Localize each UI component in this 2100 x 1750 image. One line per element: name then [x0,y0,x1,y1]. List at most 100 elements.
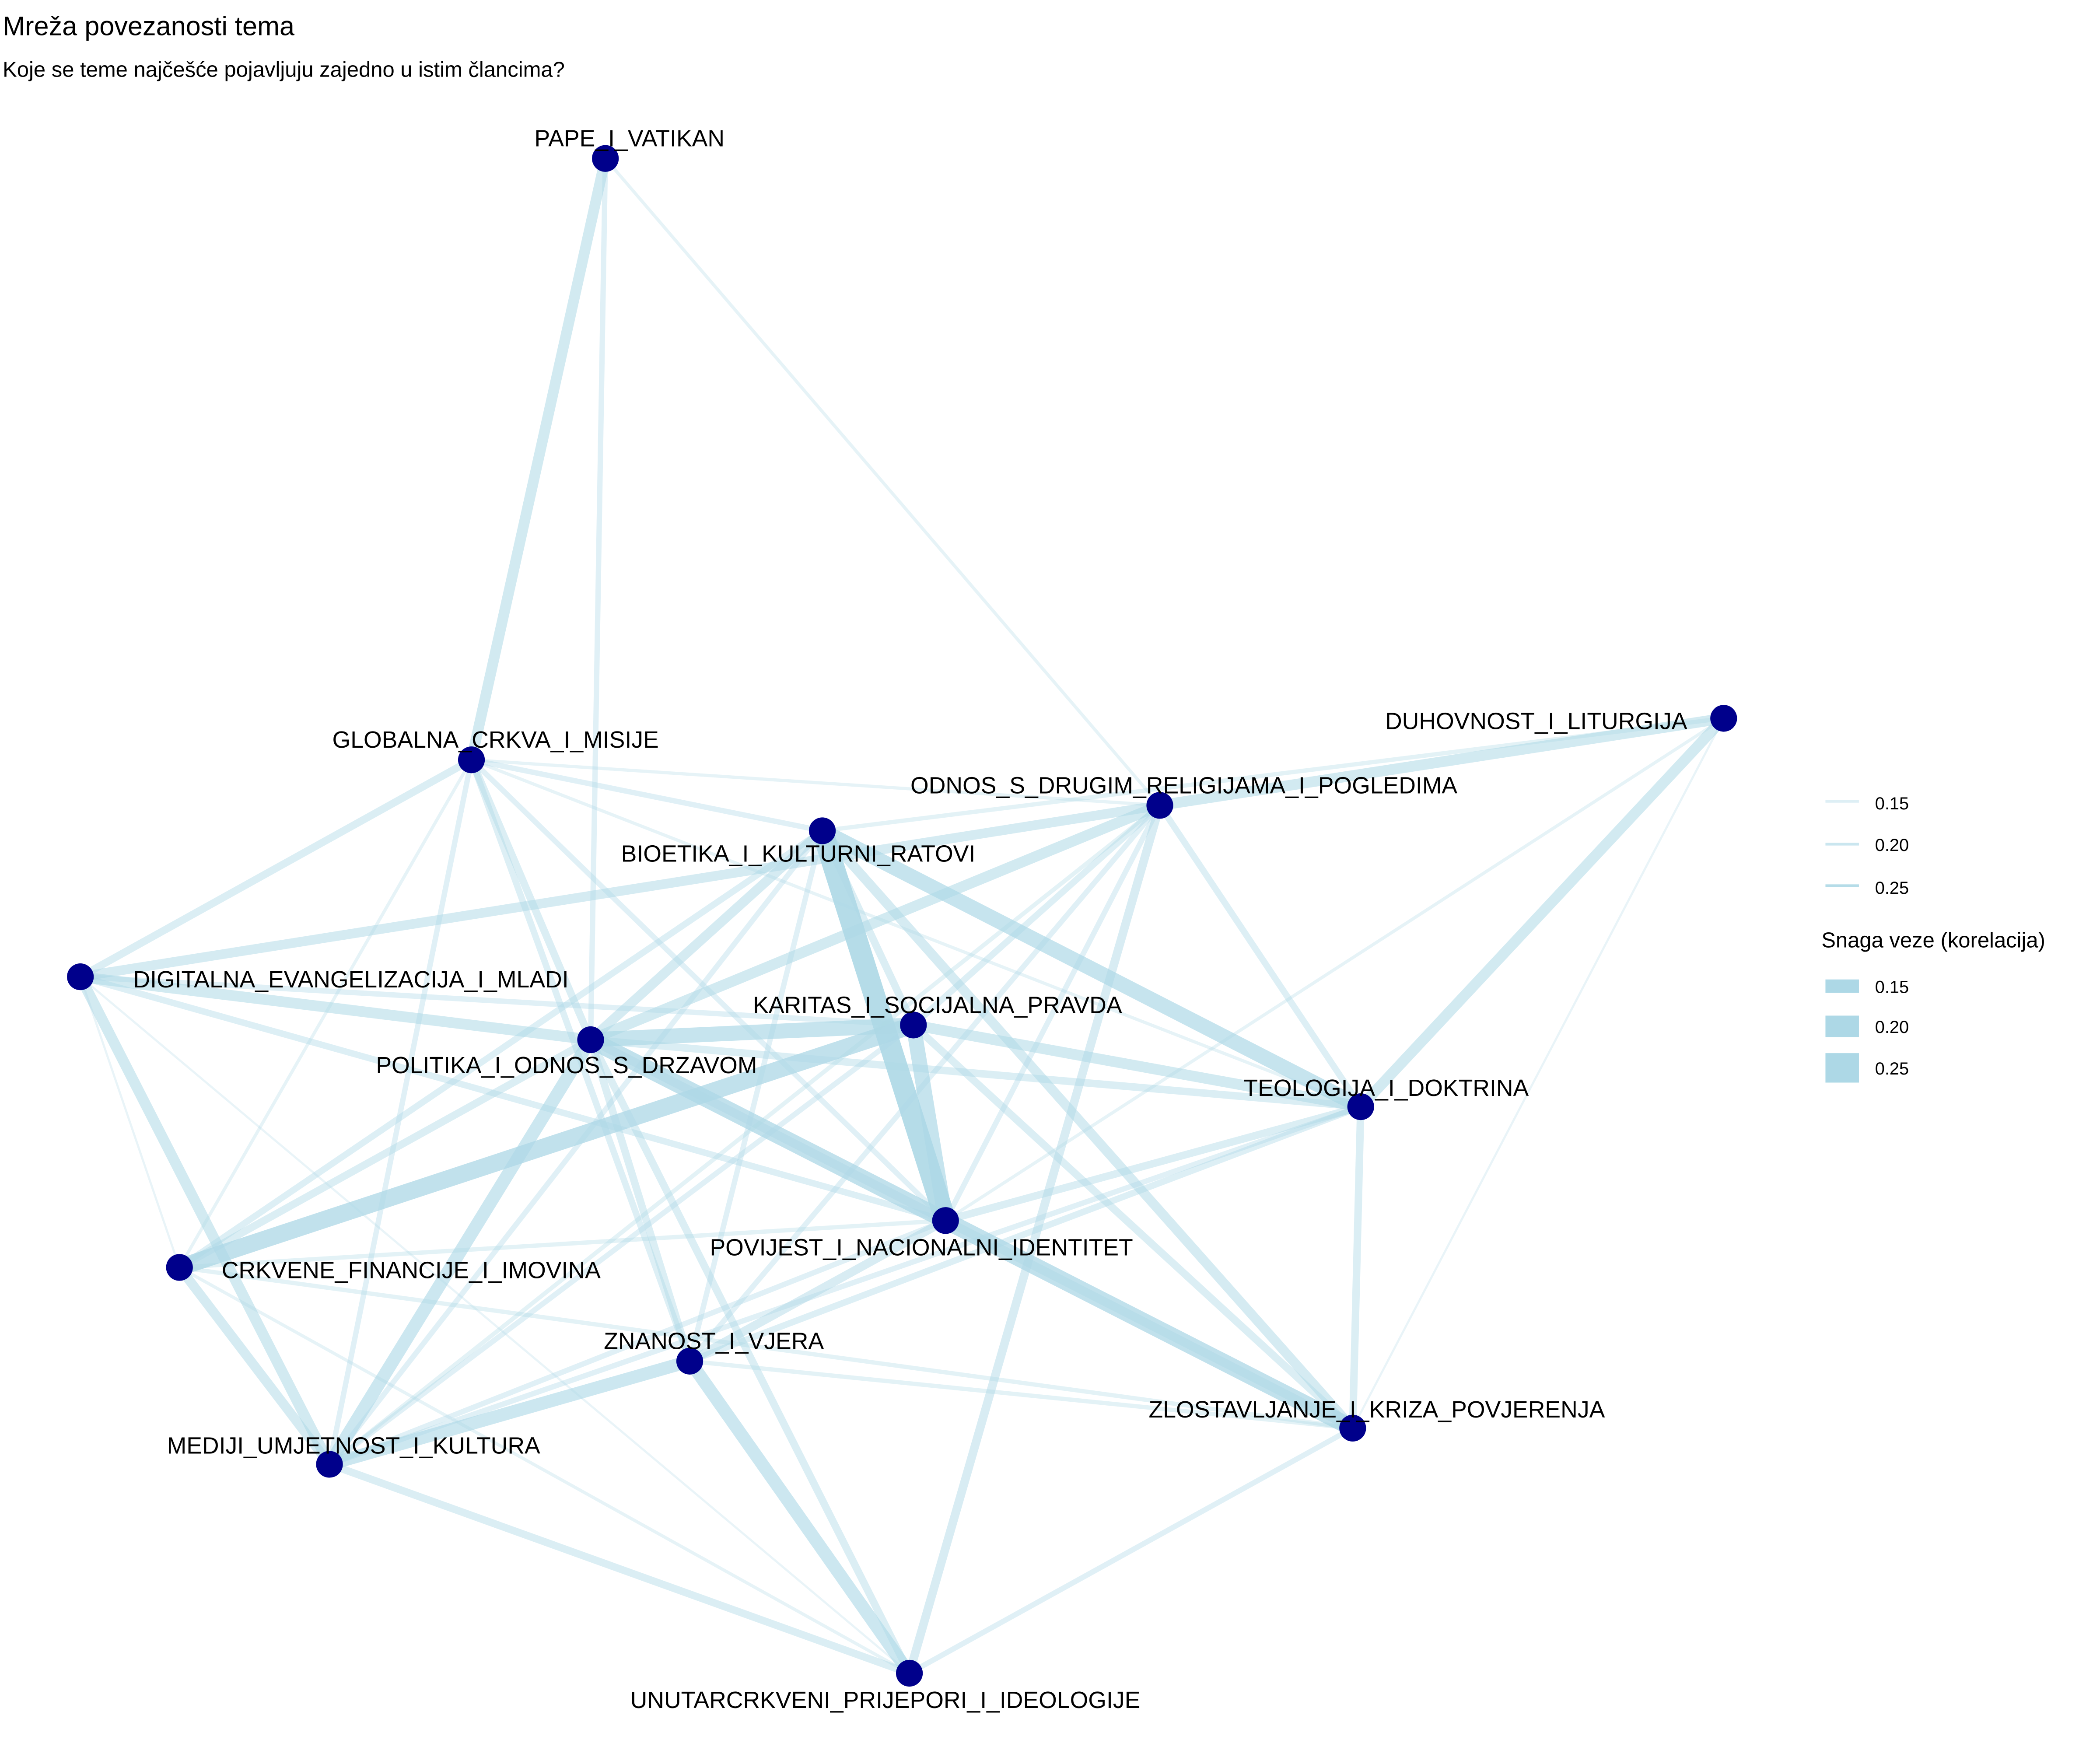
edge-duhovnost-i-liturgija--povijest-i-nacionalni-identitet [945,717,1725,1222]
node-karitas-i-socijalna-pravda [900,1012,927,1039]
legend-alpha-label-1: 0.20 [1875,836,1909,855]
node-label-crkvene-financije-i-imovina: CRKVENE_FINANCIJE_I_IMOVINA [222,1257,601,1283]
node-odnos-s-drugim-religijama-i-pogledima [1146,792,1173,819]
edge-karitas-i-socijalna-pravda--crkvene-financije-i-imovina [177,1017,916,1276]
legend-width-label-1: 0.20 [1875,1018,1909,1037]
edges-layer [75,157,1728,1677]
node-label-digitalna-evangelizacija-i-mladi: DIGITALNA_EVANGELIZACIJA_I_MLADI [133,967,568,993]
edge-digitalna-evangelizacija-i-mladi--politika-i-odnos-s-drzavom [80,971,592,1045]
edge-karitas-i-socijalna-pravda--mediji-umjetnost-i-kultura [328,1022,915,1466]
node-label-duhovnost-i-liturgija: DUHOVNOST_I_LITURGIJA [1385,708,1687,734]
edge-odnos-s-drugim-religijama-i-pogledima--duhovnost-i-liturgija [1159,713,1725,811]
node-teologija-i-doktrina [1347,1093,1374,1120]
legend: 0.15 0.20 0.25 Snaga veze (korelacija) 0… [1821,794,2045,1083]
node-label-teologija-i-doktrina: TEOLOGIJA_I_DOKTRINA [1243,1075,1529,1101]
edge-bioetika-i-kulturni-ratovi--teologija-i-doktrina [819,824,1365,1113]
legend-width-key-2 [1825,1053,1859,1083]
edge-zlostavljanje-i-kriza-povjerenja--unutarcrkveni-prijepori-i-ideologije [908,1425,1354,1676]
edge-digitalna-evangelizacija-i-mladi--karitas-i-socijalna-pravda [80,974,914,1028]
edge-odnos-s-drugim-religijama-i-pogledima--unutarcrkveni-prijepori-i-ideologije [905,804,1164,1675]
edge-teologija-i-doktrina--mediji-umjetnost-i-kultura [329,1104,1362,1467]
edge-duhovnost-i-liturgija--zlostavljanje-i-kriza-povjerenja [1351,718,1725,1429]
node-label-karitas-i-socijalna-pravda: KARITAS_I_SOCIJALNA_PRAVDA [753,992,1122,1018]
edge-karitas-i-socijalna-pravda--zlostavljanje-i-kriza-povjerenja [910,1022,1355,1431]
edge-politika-i-odnos-s-drzavom--crkvene-financije-i-imovina [178,1036,593,1271]
edge-digitalna-evangelizacija-i-mladi--mediji-umjetnost-i-kultura [75,974,334,1467]
edge-povijest-i-nacionalni-identitet--mediji-umjetnost-i-kultura [328,1218,947,1467]
edge-odnos-s-drugim-religijama-i-pogledima--mediji-umjetnost-i-kultura [328,803,1162,1466]
edge-bioetika-i-kulturni-ratovi--povijest-i-nacionalni-identitet [812,827,956,1224]
chart-subtitle: Koje se teme najčešće pojavljuju zajedno… [3,58,565,82]
edge-karitas-i-socijalna-pravda--povijest-i-nacionalni-identitet [906,1024,953,1222]
node-label-unutarcrkveni-prijepori-i-ideologije: UNUTARCRKVENI_PRIJEPORI_I_IDEOLOGIJE [630,1687,1141,1713]
edge-povijest-i-nacionalni-identitet--znanost-i-vjera [687,1217,948,1365]
edge-povijest-i-nacionalni-identitet--crkvene-financije-i-imovina [179,1218,946,1270]
edge-znanost-i-vjera--mediji-umjetnost-i-kultura [328,1355,692,1471]
node-zlostavljanje-i-kriza-povjerenja [1339,1414,1366,1442]
labels-layer: PAPE_I_VATIKAN GLOBALNA_CRKVA_I_MISIJE DIG… [133,126,1687,1713]
edge-mediji-umjetnost-i-kultura--unutarcrkveni-prijepori-i-ideologije [328,1460,911,1677]
node-politika-i-odnos-s-drzavom [577,1026,604,1054]
edge-globalna-crkva-i-misije--digitalna-evangelizacija-i-mladi [78,756,473,980]
edge-digitalna-evangelizacija-i-mladi--odnos-s-drugim-religijama-i-pogledima [79,800,1161,982]
edge-zlostavljanje-i-kriza-povjerenja--znanost-i-vjera [690,1359,1353,1431]
edge-crkvene-financije-i-imovina--unutarcrkveni-prijepori-i-ideologije [178,1266,910,1675]
node-label-zlostavljanje-i-kriza-povjerenja: ZLOSTAVLJANJE_I_KRIZA_POVJERENJA [1149,1397,1605,1423]
edge-bioetika-i-kulturni-ratovi--crkvene-financije-i-imovina [178,828,824,1270]
node-label-pape-i-vatikan: PAPE_I_VATIKAN [534,126,724,152]
edge-politika-i-odnos-s-drzavom--bioetika-i-kulturni-ratovi [587,827,826,1043]
edge-teologija-i-doktrina--zlostavljanje-i-kriza-povjerenja [1349,1106,1365,1428]
legend-title: Snaga veze (korelacija) [1821,928,2045,952]
node-label-globalna-crkva-i-misije: GLOBALNA_CRKVA_I_MISIJE [332,727,659,753]
node-label-znanost-i-vjera: ZNANOST_I_VJERA [604,1329,824,1354]
node-unutarcrkveni-prijepori-i-ideologije [896,1659,923,1687]
edge-mediji-umjetnost-i-kultura--crkvene-financije-i-imovina [175,1264,333,1467]
node-label-odnos-s-drugim-religijama-i-pogledima: ODNOS_S_DRUGIM_RELIGIJAMA_I_POGLEDIMA [910,773,1457,798]
node-bioetika-i-kulturni-ratovi [808,817,836,844]
edge-bioetika-i-kulturni-ratovi--karitas-i-socijalna-pravda [819,829,917,1027]
edge-pape-i-vatikan--odnos-s-drugim-religijama-i-pogledima [604,157,1161,807]
node-znanost-i-vjera [676,1348,704,1375]
edge-globalna-crkva-i-misije--crkvene-financije-i-imovina [178,759,473,1268]
legend-alpha-label-0: 0.15 [1875,794,1909,813]
edge-bioetika-i-kulturni-ratovi--zlostavljanje-i-kriza-povjerenja [819,827,1357,1432]
edge-karitas-i-socijalna-pravda--teologija-i-doktrina [912,1019,1362,1112]
edge-politika-i-odnos-s-drzavom--znanost-i-vjera [587,1039,693,1362]
edge-znanost-i-vjera--unutarcrkveni-prijepori-i-ideologije [684,1357,915,1677]
edge-globalna-crkva-i-misije--mediji-umjetnost-i-kultura [327,759,474,1465]
node-duhovnost-i-liturgija [1710,705,1737,732]
legend-width-label-2: 0.25 [1875,1059,1909,1078]
edge-globalna-crkva-i-misije--bioetika-i-kulturni-ratovi [471,757,823,833]
edge-digitalna-evangelizacija-i-mladi--crkvene-financije-i-imovina [79,976,181,1268]
node-pape-i-vatikan [592,145,619,172]
edge-duhovnost-i-liturgija--teologija-i-doktrina [1357,714,1728,1110]
legend-width-key-1 [1825,1015,1859,1037]
node-digitalna-evangelizacija-i-mladi [67,963,94,990]
legend-width-key-0 [1825,979,1859,993]
edge-politika-i-odnos-s-drzavom--teologija-i-doktrina [590,1036,1361,1111]
legend-alpha-label-2: 0.25 [1875,878,1909,898]
edge-digitalna-evangelizacija-i-mladi--povijest-i-nacionalni-identitet [79,973,947,1224]
node-crkvene-financije-i-imovina [166,1254,193,1281]
edge-politika-i-odnos-s-drzavom--unutarcrkveni-prijepori-i-ideologije [587,1038,913,1675]
edge-odnos-s-drugim-religijama-i-pogledima--teologija-i-doktrina [1157,803,1364,1109]
nodes-layer [67,145,1737,1687]
chart-title: Mreža povezanosti tema [3,11,295,41]
node-mediji-umjetnost-i-kultura [316,1451,343,1478]
node-label-povijest-i-nacionalni-identitet: POVIJEST_I_NACIONALNI_IDENTITET [710,1235,1133,1260]
edge-politika-i-odnos-s-drzavom--odnos-s-drugim-religijama-i-pogledima [588,800,1162,1045]
edge-odnos-s-drugim-religijama-i-pogledima--znanost-i-vjera [687,803,1162,1363]
edge-politika-i-odnos-s-drzavom--mediji-umjetnost-i-kultura [324,1036,596,1468]
edge-pape-i-vatikan--politika-i-odnos-s-drzavom [588,158,608,1040]
edge-bioetika-i-kulturni-ratovi--mediji-umjetnost-i-kultura [327,829,825,1466]
edge-digitalna-evangelizacija-i-mladi--unutarcrkveni-prijepori-i-ideologije [80,976,910,1674]
edge-povijest-i-nacionalni-identitet--teologija-i-doktrina [944,1103,1362,1225]
edge-globalna-crkva-i-misije--odnos-s-drugim-religijama-i-pogledima [471,758,1160,807]
edge-duhovnost-i-liturgija--bioetika-i-kulturni-ratovi [822,716,1724,833]
edge-globalna-crkva-i-misije--politika-i-odnos-s-drzavom [468,758,594,1041]
edge-teologija-i-doktrina--znanost-i-vjera [688,1103,1362,1365]
edge-bioetika-i-kulturni-ratovi--znanost-i-vjera [687,830,825,1362]
edge-politika-i-odnos-s-drzavom--povijest-i-nacionalni-identitet [587,1032,950,1228]
edge-odnos-s-drugim-religijama-i-pogledima--povijest-i-nacionalni-identitet [943,804,1162,1222]
